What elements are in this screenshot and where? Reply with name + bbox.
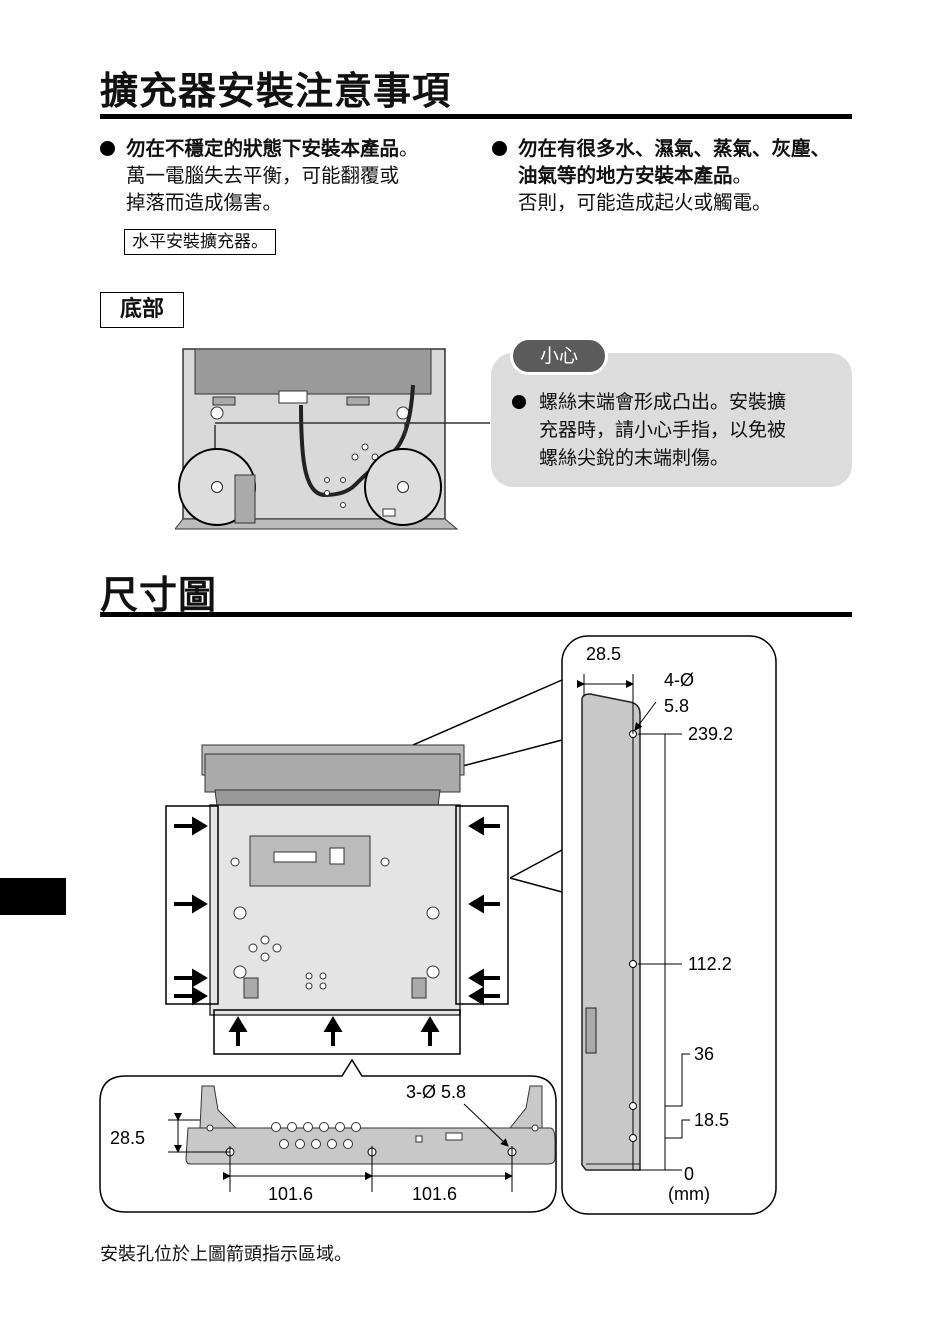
precaution-body: 萬一電腦失去平衡，可能翻覆或 xyxy=(126,164,399,187)
bullet-icon xyxy=(492,141,507,156)
dim-bottom-height: 28.5 xyxy=(110,1128,145,1148)
title-rule xyxy=(100,114,852,119)
bullet-icon xyxy=(100,141,115,156)
dim-0: 0 xyxy=(684,1164,694,1184)
precaution-body: 否則，可能造成起火或觸電。 xyxy=(518,191,772,214)
dim-bottom-holes: 3-Ø 5.8 xyxy=(406,1082,466,1102)
precaution-item-stability: 勿在不穩定的狀態下安裝本產品。 萬一電腦失去平衡，可能翻覆或 掉落而造成傷害。 xyxy=(100,135,470,216)
dim-18: 18.5 xyxy=(694,1110,729,1130)
dimension-drawing: 28.5 4-Ø 5.8 239.2 112.2 36 18.5 0 (mm) xyxy=(90,630,790,1220)
caution-text: 螺絲末端會形成凸出。安裝擴 充器時，請小心手指，以免被 螺絲尖銳的末端刺傷。 xyxy=(512,388,842,472)
install-horizontal-note: 水平安裝擴充器。 xyxy=(124,229,276,255)
dim-36: 36 xyxy=(694,1044,714,1064)
dim-239: 239.2 xyxy=(688,724,733,744)
dim-112: 112.2 xyxy=(688,954,732,974)
caution-label: 小心 xyxy=(510,337,608,375)
bottom-view-illustration xyxy=(175,345,495,530)
section-title-precautions: 擴充器安裝注意事項 xyxy=(100,60,451,115)
bullet-icon xyxy=(512,395,526,409)
chapter-tab-marker xyxy=(0,878,66,915)
title-rule xyxy=(100,612,852,617)
dim-bottom-w1: 101.6 xyxy=(268,1184,313,1204)
dim-side-holes: 4-Ø xyxy=(664,670,694,690)
dim-side-top: 28.5 xyxy=(586,644,621,664)
footer-note: 安裝孔位於上圖箭頭指示區域。 xyxy=(100,1240,352,1266)
bottom-label: 底部 xyxy=(100,292,184,328)
precaution-body: 掉落而造成傷害。 xyxy=(126,191,282,214)
dim-bottom-w2: 101.6 xyxy=(412,1184,457,1204)
precaution-item-environment: 勿在有很多水、濕氣、蒸氣、灰塵、 油氣等的地方安裝本產品。 否則，可能造成起火或… xyxy=(492,135,862,216)
dim-side-hole-size: 5.8 xyxy=(664,696,689,716)
section-title-dimensions: 尺寸圖 xyxy=(100,564,217,619)
dim-unit: (mm) xyxy=(668,1184,710,1204)
precaution-heading: 勿在不穩定的狀態下安裝本產品 xyxy=(126,137,399,160)
